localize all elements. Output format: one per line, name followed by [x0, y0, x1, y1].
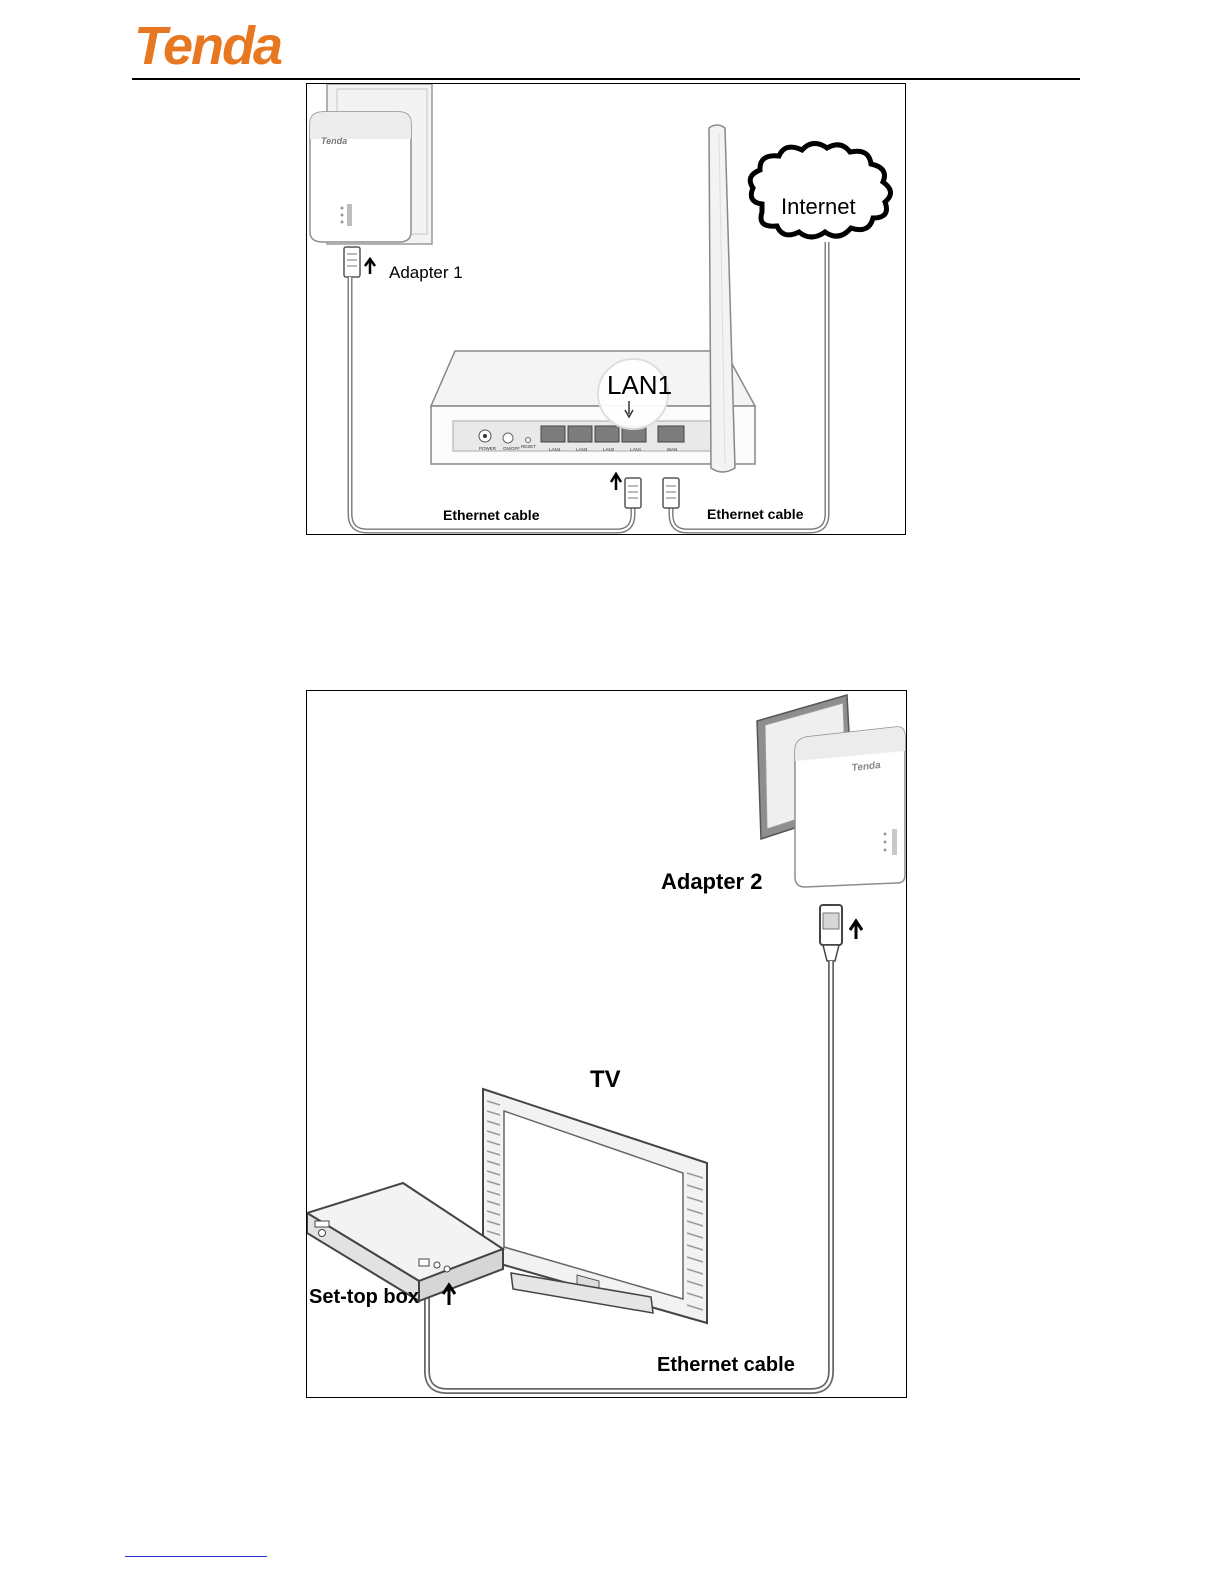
footer-link-underline[interactable] [125, 1556, 267, 1557]
svg-text:WAN: WAN [667, 447, 677, 452]
internet-label: Internet [781, 194, 856, 219]
tv-label: TV [590, 1066, 621, 1093]
cable-left-label: Ethernet cable [443, 507, 540, 523]
lan1-label: LAN1 [607, 370, 672, 400]
svg-text:POWER: POWER [479, 446, 497, 451]
svg-text:LAN3: LAN3 [576, 447, 588, 452]
router-lan-plug [625, 478, 641, 508]
svg-text:LAN4: LAN4 [549, 447, 561, 452]
adapter2-label: Adapter 2 [661, 869, 762, 894]
svg-text:ON/OFF: ON/OFF [503, 446, 520, 451]
svg-text:LAN1: LAN1 [630, 447, 642, 452]
adapter1-ethernet-plug [344, 247, 360, 277]
up-arrow-icon [611, 474, 621, 490]
adapter2-ethernet-plug [820, 905, 842, 961]
figure2-illustration: Tenda Adapter 2 TV [307, 691, 907, 1398]
router-antenna [709, 125, 735, 472]
up-arrow-icon [850, 921, 862, 939]
cable-label: Ethernet cable [657, 1354, 795, 1376]
tenda-logo: Tenda [132, 14, 337, 72]
television [483, 1089, 707, 1323]
internet-cloud: Internet [750, 143, 890, 237]
up-arrow-icon [365, 259, 375, 274]
figure-router-connection: Tenda Adapter 1 Internet [306, 83, 906, 535]
powerline-adapter-1: Tenda [310, 112, 411, 242]
svg-text:RESET: RESET [521, 444, 536, 449]
figure1-illustration: Tenda Adapter 1 Internet [307, 84, 906, 535]
cable-right-label: Ethernet cable [707, 506, 804, 522]
figure-tv-connection: Tenda Adapter 2 TV [306, 690, 907, 1398]
adapter1-brand: Tenda [321, 136, 347, 146]
router-wan-plug [663, 478, 679, 508]
set-top-box [307, 1183, 503, 1301]
powerline-adapter-2: Tenda [795, 727, 905, 887]
settop-label: Set-top box [309, 1286, 419, 1308]
lan-ports [541, 426, 684, 442]
header-divider [132, 78, 1080, 80]
svg-text:LAN2: LAN2 [603, 447, 615, 452]
logo-text: Tenda [134, 16, 282, 72]
adapter1-label: Adapter 1 [389, 263, 463, 282]
